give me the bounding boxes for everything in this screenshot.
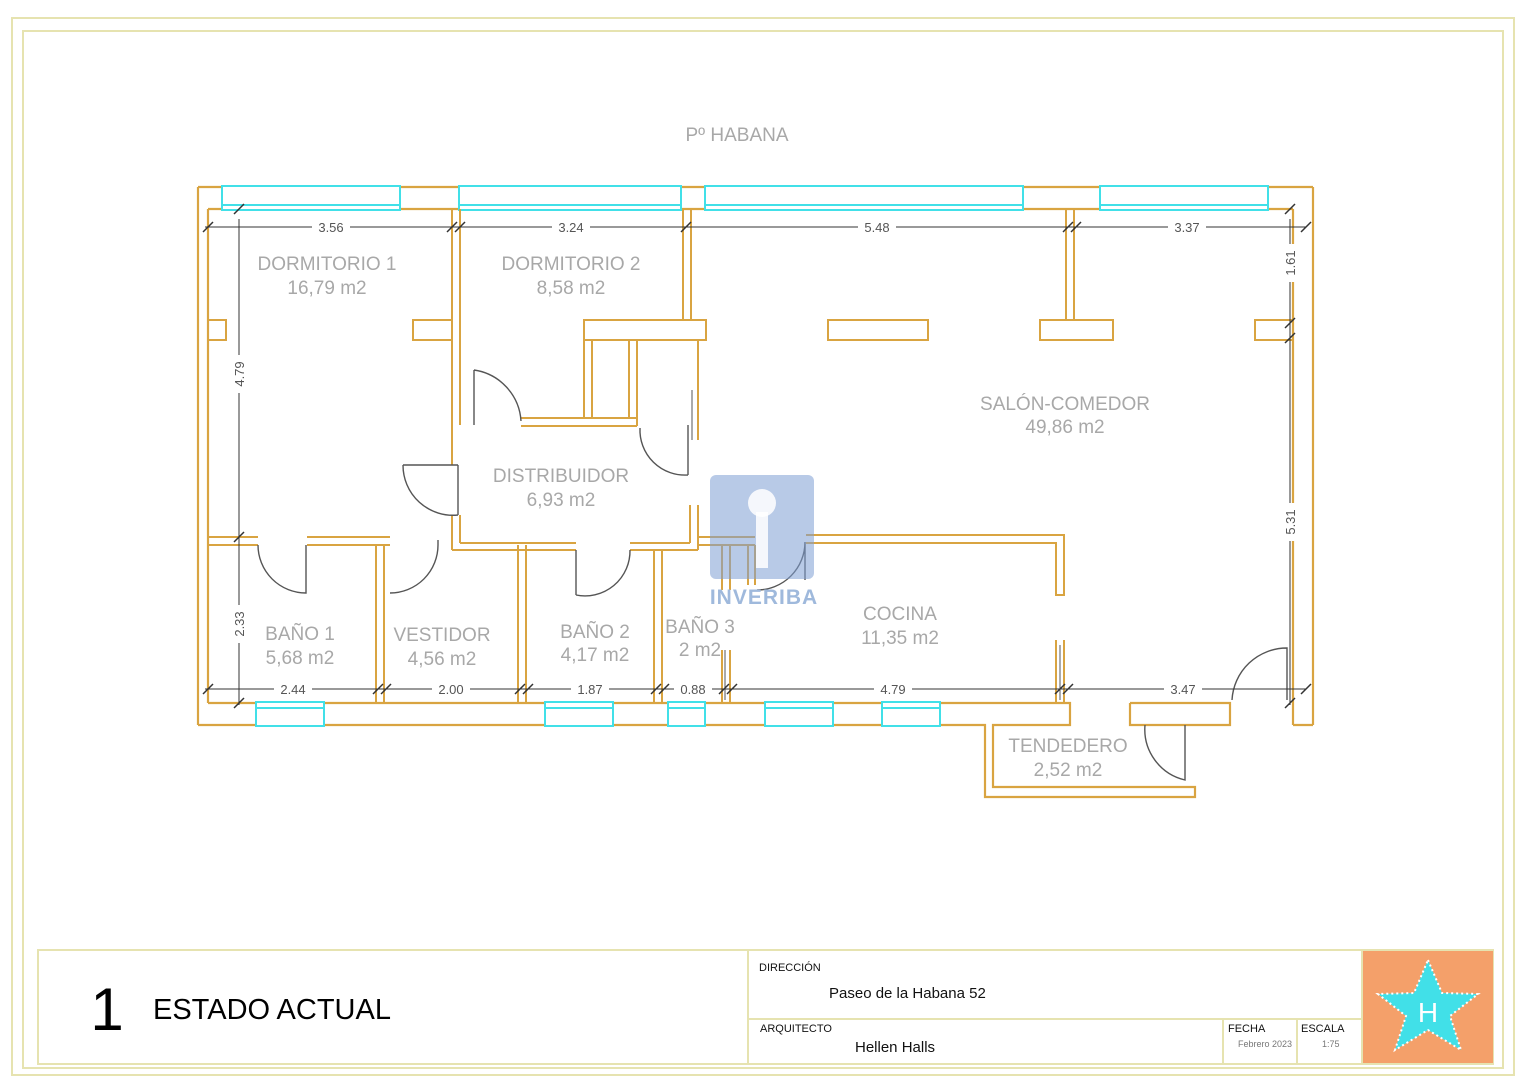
dim-top-1: 3.56 [318,220,343,235]
dimension-labels-bottom: 2.44 2.00 1.87 0.88 4.79 3.47 [274,681,1202,697]
dimension-labels-vertical: 4.79 2.33 1.61 5.31 [231,244,1298,643]
fecha-value: Febrero 2023 [1238,1039,1292,1049]
inveriba-watermark: INVERIBA [710,475,818,609]
dim-top-3: 5.48 [864,220,889,235]
dim-left-1: 4.79 [232,361,247,386]
fecha-label: FECHA [1228,1023,1266,1035]
room-name: DISTRIBUIDOR [493,466,629,487]
room-name: DORMITORIO 1 [258,254,397,275]
escala-label: ESCALA [1301,1023,1345,1035]
dim-bottom-5: 4.79 [880,682,905,697]
dim-bottom-4: 0.88 [680,682,705,697]
room-name: TENDEDERO [1008,736,1127,757]
logo-letter: H [1418,997,1438,1028]
dim-left-2: 2.33 [232,611,247,636]
star-icon [1375,957,1481,1053]
keyhole-icon [748,489,776,517]
room-name: BAÑO 1 [265,623,335,645]
dim-right-2: 5.31 [1283,509,1298,534]
dim-bottom-1: 2.44 [280,682,305,697]
dimension-lines [205,219,1306,705]
room-area: 8,58 m2 [537,278,606,299]
room-area: 2 m2 [679,640,721,661]
room-area: 11,35 m2 [861,628,939,649]
direccion-value: Paseo de la Habana 52 [829,985,986,1002]
arquitecto-label: ARQUITECTO [760,1023,832,1035]
room-area: 4,17 m2 [561,645,630,666]
interior-walls [207,209,1294,703]
room-name: BAÑO 2 [560,621,630,643]
watermark-text: INVERIBA [710,586,818,609]
street-label: Pº HABANA [685,125,788,146]
room-area: 4,56 m2 [408,649,477,670]
sheet-title: ESTADO ACTUAL [153,994,391,1026]
room-area: 2,52 m2 [1034,760,1103,781]
room-name: DORMITORIO 2 [502,254,641,275]
room-name: SALÓN-COMEDOR [980,393,1150,415]
sheet-number: 1 [90,976,123,1043]
dim-bottom-6: 3.47 [1170,682,1195,697]
dimension-labels-top: 3.56 3.24 5.48 3.37 [312,219,1206,235]
escala-value: 1:75 [1322,1039,1340,1049]
title-block: 1 ESTADO ACTUAL DIRECCIÓN Paseo de la Ha… [37,949,1494,1065]
arquitecto-value: Hellen Halls [855,1039,935,1056]
sheet-frame [11,17,1515,1076]
direccion-label: DIRECCIÓN [759,961,821,974]
room-area: 16,79 m2 [287,278,366,299]
room-area: 49,86 m2 [1025,417,1104,438]
dim-right-1: 1.61 [1283,250,1298,275]
dim-bottom-3: 1.87 [577,682,602,697]
room-labels: DORMITORIO 1 16,79 m2 DORMITORIO 2 8,58 … [258,254,1150,781]
room-name: COCINA [863,604,937,625]
dim-bottom-2: 2.00 [438,682,463,697]
room-area: 5,68 m2 [266,648,335,669]
dim-top-2: 3.24 [558,220,583,235]
dim-top-4: 3.37 [1174,220,1199,235]
room-name: BAÑO 3 [665,616,735,638]
room-area: 6,93 m2 [527,490,596,511]
dimension-ticks [202,203,1312,709]
windows [221,185,1269,727]
room-name: VESTIDOR [393,625,490,646]
